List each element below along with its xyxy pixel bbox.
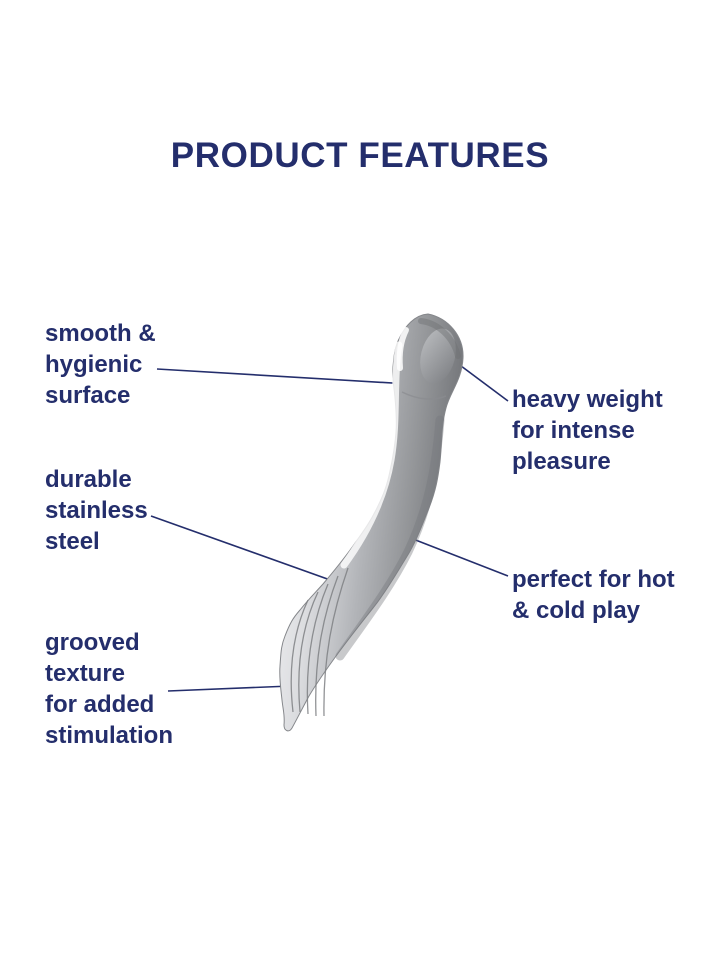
callout-line-durable-steel <box>150 515 362 592</box>
head-highlight <box>396 327 409 371</box>
page-title: PRODUCT FEATURES <box>170 136 550 175</box>
groove-line <box>306 583 329 715</box>
head-shading <box>420 328 456 384</box>
stainless-steel-wand-illustration <box>279 313 464 732</box>
callout-line-hot-cold-play <box>412 538 509 577</box>
shaft-shadow <box>335 415 445 661</box>
groove-line <box>315 575 339 717</box>
head-rim-shadow <box>418 318 461 359</box>
groove-texture-lines <box>290 567 349 717</box>
groove-line <box>323 567 349 717</box>
neck-crease <box>401 391 447 400</box>
callout-lines <box>150 350 509 692</box>
feature-label-durable-steel: durable stainless steel <box>45 466 148 555</box>
feature-label-heavy-weight: heavy weight for intense pleasure <box>512 386 663 475</box>
feature-label-hot-cold-play: perfect for hot & cold play <box>512 566 675 624</box>
callout-line-grooved-texture <box>167 685 292 692</box>
feature-label-grooved-texture: grooved texture for added stimulation <box>45 629 174 749</box>
feature-label-smooth-surface: smooth & hygienic surface <box>45 320 156 409</box>
groove-line <box>298 591 319 713</box>
groove-line <box>290 599 309 713</box>
shaft-highlight <box>340 341 403 569</box>
callout-line-smooth-surface <box>156 368 410 385</box>
